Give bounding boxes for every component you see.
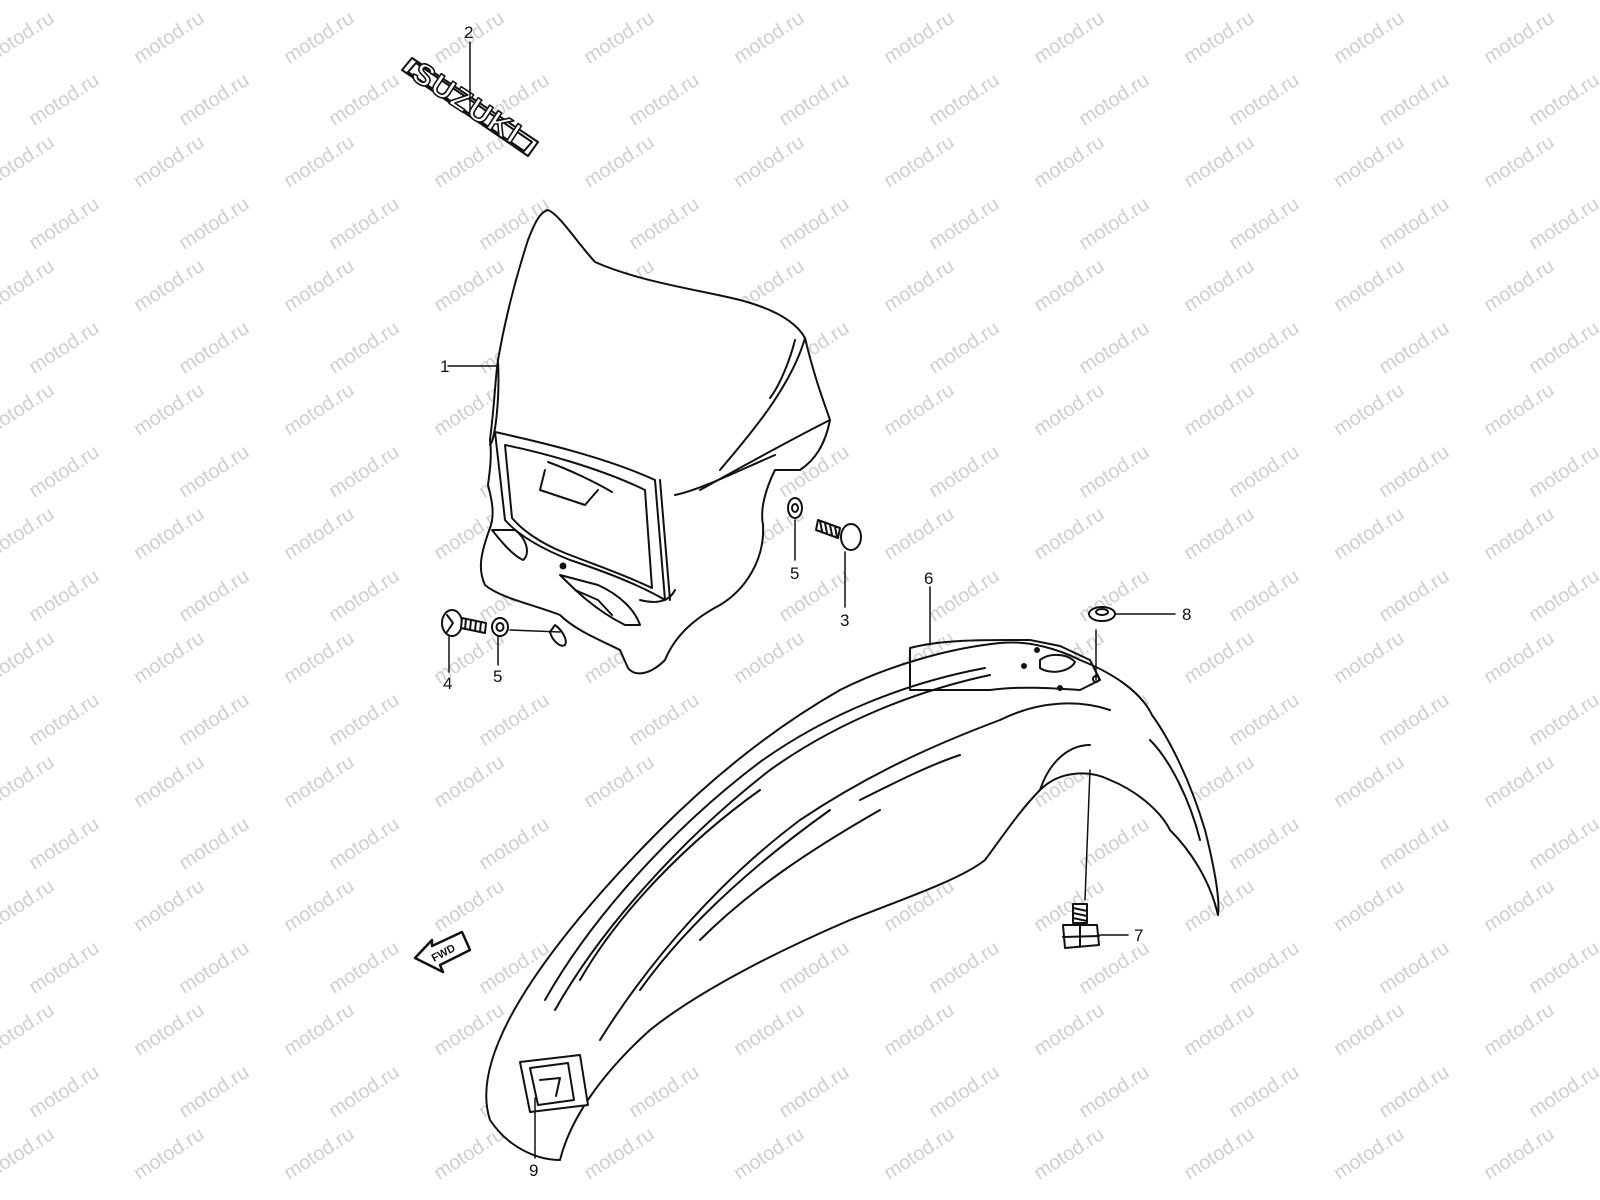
leader-lines bbox=[447, 41, 1176, 1159]
front-fender bbox=[485, 639, 1220, 1161]
screw-right bbox=[815, 519, 862, 551]
callout-part-5-right: 5 bbox=[790, 564, 800, 583]
callout-part-2: 2 bbox=[464, 23, 474, 42]
callout-part-8: 8 bbox=[1182, 605, 1192, 624]
callout-part-9: 9 bbox=[529, 1161, 539, 1180]
washer-right bbox=[787, 497, 803, 519]
fwd-arrow: FWD bbox=[413, 930, 472, 974]
callout-part-7: 7 bbox=[1134, 926, 1144, 945]
fender-emblem bbox=[519, 1054, 589, 1113]
callout-part-4: 4 bbox=[443, 674, 453, 693]
callout-part-6: 6 bbox=[924, 569, 934, 588]
nut bbox=[1088, 606, 1116, 622]
washer-left bbox=[491, 617, 509, 637]
screw-left bbox=[441, 609, 487, 637]
callout-part-5-left: 5 bbox=[493, 667, 503, 686]
callout-part-3: 3 bbox=[840, 611, 850, 630]
emblem-text: SUZUKI bbox=[406, 56, 528, 151]
headlight-cover bbox=[479, 209, 831, 675]
callout-part-1: 1 bbox=[440, 357, 450, 376]
fender-bolt bbox=[1062, 903, 1100, 949]
